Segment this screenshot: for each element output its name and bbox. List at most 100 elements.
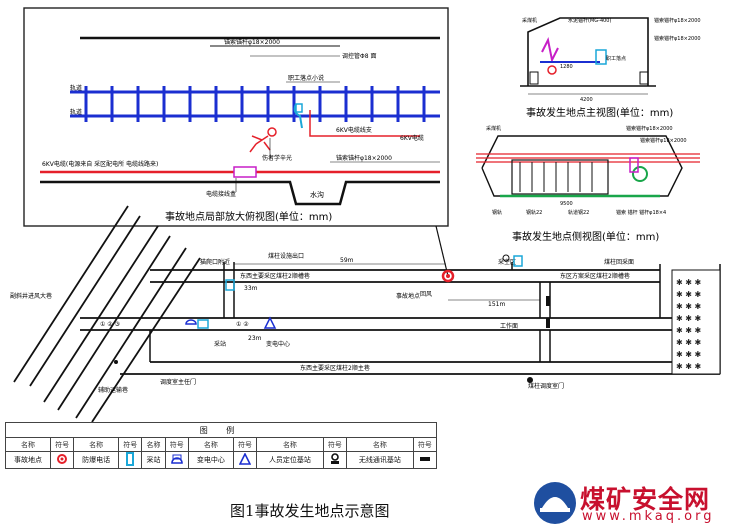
- signal-icon-plan: [546, 318, 550, 328]
- entry-label-3: 调度室主任门: [160, 378, 196, 386]
- svg-text:✱ ✱ ✱: ✱ ✱ ✱: [676, 362, 701, 371]
- fallen-person-icon: [249, 127, 277, 153]
- accident-point-icon: [441, 269, 455, 283]
- power-center-icon-plan: [263, 316, 277, 329]
- legend-col-symbol: 符号: [164, 437, 189, 452]
- side-support: [511, 159, 609, 195]
- top-view-title: 事故地点局部放大俯视图(单位：mm): [165, 210, 332, 223]
- legend-col-name: 名称: [346, 437, 414, 452]
- watermark-logo: 煤矿安全网 www.mkaq.org: [532, 478, 732, 528]
- cable-main-label: 6KV电缆(电源来自 采区配电所 电缆线路来): [42, 160, 158, 168]
- person-icon: [322, 451, 348, 469]
- rail-label-1: 轨道: [70, 84, 82, 92]
- front-label-d: 锚索锚杆φ18×2000: [654, 35, 701, 42]
- front-label-e: 1280: [560, 64, 573, 70]
- legend-col-symbol: 符号: [118, 437, 143, 452]
- legend-item-name: 无线通讯基站: [346, 451, 414, 469]
- station-icon: [164, 451, 189, 469]
- helmet-icon: [534, 482, 576, 524]
- side-label-e: 钢轨: [492, 209, 502, 216]
- rail-label-2: 轨道: [70, 108, 82, 116]
- person-fall-label: 伤者学辛光: [262, 154, 292, 162]
- svg-text:✱ ✱ ✱: ✱ ✱ ✱: [676, 350, 701, 359]
- legend-col-name: 名称: [187, 437, 234, 452]
- legend-col-name: 名称: [256, 437, 324, 452]
- bottom-label: 煤柱调度室门: [528, 382, 564, 390]
- svg-text:✱ ✱ ✱: ✱ ✱ ✱: [676, 326, 701, 335]
- side-label-c: 锚索锚杆φ18×2000: [640, 137, 687, 144]
- svg-text:✱ ✱ ✱: ✱ ✱ ✱: [676, 338, 701, 347]
- pipe-label: 调控管Φ8 面: [342, 52, 376, 60]
- anchor-top-label: 锚索锚杆φ18×2000: [224, 38, 280, 46]
- person-station-icon-plan: [185, 319, 197, 325]
- front-view: 采煤机 水泥锚杆(MG-400) 锚索锚杆φ18×2000 锚索锚杆φ18×20…: [520, 17, 701, 119]
- kitchen-label: 采站: [214, 340, 226, 348]
- floor-line: [40, 180, 440, 206]
- mine-plan: ✱ ✱ ✱ ✱ ✱ ✱ ✱ ✱ ✱ ✱ ✱ ✱ ✱ ✱ ✱ ✱ ✱ ✱ ✱ ✱ ✱ ✱ ✱…: [10, 205, 721, 423]
- svg-text:✱ ✱ ✱: ✱ ✱ ✱: [676, 302, 701, 311]
- legend-col-name: 名称: [73, 437, 120, 452]
- lower-drift-label: 东西主要采区煤柱2顺主巷: [300, 364, 370, 372]
- leader-line: [435, 225, 449, 277]
- phone-icon-plan: [225, 279, 235, 291]
- top-drift-label: 东西主要采区煤柱2顺槽巷: [240, 272, 310, 280]
- block-icon: [412, 451, 438, 469]
- gob-pattern: ✱ ✱ ✱ ✱ ✱ ✱ ✱ ✱ ✱ ✱ ✱ ✱ ✱ ✱ ✱ ✱ ✱ ✱ ✱ ✱ ✱ ✱ ✱…: [676, 278, 701, 371]
- figure-caption: 图1事故发生地点示意图: [230, 502, 390, 520]
- phone-icon: [118, 451, 143, 469]
- phone-icon-plan-2: [513, 255, 523, 267]
- legend-col-name: 名称: [141, 437, 166, 452]
- anchor-bottom-label: 锚索锚杆φ18×2000: [336, 154, 392, 162]
- legend-title: 图 例: [5, 422, 437, 438]
- watermark-brand: 煤矿安全网: [580, 485, 711, 514]
- cable-box-label: 电缆接线盒: [206, 190, 236, 198]
- track-entry-label: 回风: [420, 291, 432, 298]
- ditch-label: 水沟: [310, 190, 324, 199]
- return-entry-label: 辅助运输巷: [98, 386, 128, 394]
- dist-total: 59m: [340, 257, 354, 264]
- rail-track: [70, 86, 440, 122]
- face-label: 工作面: [500, 322, 518, 330]
- cable-junction-box: [233, 166, 257, 178]
- side-label-a: 采煤机: [486, 125, 501, 132]
- legend-table: 图 例 名称符号 名称符号 名称符号 名称符号 名称符号 名称符号 事故地点 防…: [5, 422, 438, 469]
- svg-text:✱ ✱ ✱: ✱ ✱ ✱: [676, 290, 701, 299]
- station-icon-plan: [197, 319, 209, 329]
- right-label: 煤柱回采面: [604, 258, 634, 266]
- front-label-f: 职工落点: [606, 55, 626, 62]
- legend-item-name: 防爆电话: [73, 451, 120, 469]
- triangle-icon: [232, 451, 258, 469]
- top-view: 锚索锚杆φ18×2000 调控管Φ8 面 轨道 轨道 职工落点小说: [23, 7, 449, 227]
- legend-col-symbol: 符号: [232, 437, 258, 452]
- front-label-c: 锚索锚杆φ18×2000: [654, 17, 701, 24]
- front-label-b: 水泥锚杆(MG-400): [568, 17, 611, 24]
- accident-circle-icon: [49, 451, 75, 469]
- cable-line-label: 6KV电缆线支: [336, 126, 372, 134]
- numbers-left: ① ② ③: [100, 321, 120, 328]
- accident-label: 事故地点: [396, 292, 420, 300]
- legend-item-name: 变电中心: [187, 451, 234, 469]
- front-cable: [541, 36, 559, 64]
- svg-text:✱ ✱ ✱: ✱ ✱ ✱: [676, 278, 701, 287]
- svg-text:✱ ✱ ✱: ✱ ✱ ✱: [676, 314, 701, 323]
- watermark-url[interactable]: www.mkaq.org: [582, 509, 715, 524]
- side-label-g: 轨道钢22: [568, 209, 589, 216]
- side-view: 采煤机 锚索锚杆φ18×2000 锚索锚杆φ18×2000 钢轨 钢轨22 轨道…: [476, 125, 700, 243]
- side-view-title: 事故发生地点侧视图(单位：mm): [512, 230, 659, 243]
- gob-label: 采空区: [498, 258, 516, 266]
- cable-6kv-label: 6KV电缆: [400, 134, 424, 142]
- side-label-f: 钢轨22: [526, 209, 542, 216]
- legend-item-name: 事故地点: [5, 451, 51, 469]
- entry-label-1: 猫爬口附近: [200, 258, 230, 266]
- cable-branch: [309, 110, 420, 137]
- side-length: 9500: [560, 201, 573, 207]
- dist-a: 33m: [244, 285, 258, 292]
- worker-note: 职工落点小说: [288, 74, 324, 82]
- front-width: 4200: [580, 97, 593, 103]
- power-label: 变电中心: [266, 340, 290, 348]
- legend-col-symbol: 符号: [322, 437, 348, 452]
- numbers-mid: ① ②: [236, 321, 249, 328]
- top-drift2-label: 东区方案采区煤柱2顺槽巷: [560, 272, 630, 280]
- side-label-b: 锚索锚杆φ18×2000: [626, 125, 673, 132]
